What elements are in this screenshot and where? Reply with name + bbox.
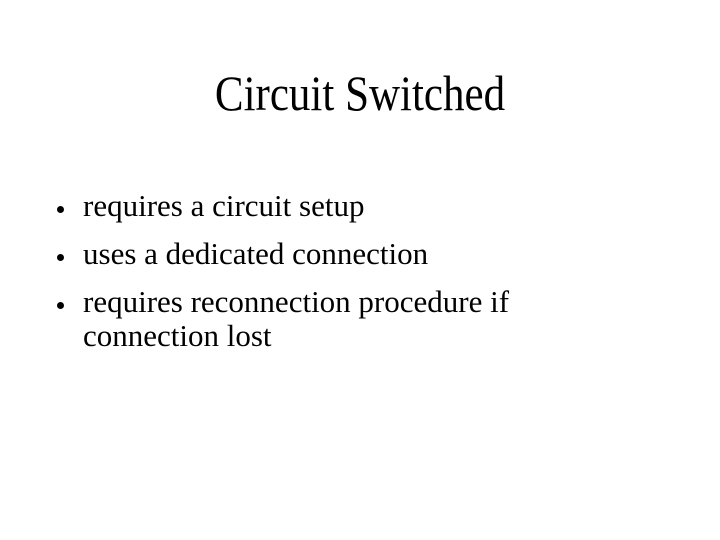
bullet-item: requires a circuit setup: [57, 189, 547, 223]
bullet-list: requires a circuit setup uses a dedicate…: [57, 189, 547, 367]
slide-title: Circuit Switched: [214, 65, 506, 121]
bullet-icon: [57, 237, 83, 261]
bullet-item: requires reconnection procedure if conne…: [57, 285, 547, 353]
bullet-icon: [57, 285, 83, 309]
bullet-text: requires reconnection procedure if conne…: [83, 284, 510, 353]
bullet-item: uses a dedicated connection: [57, 237, 547, 271]
bullet-text: uses a dedicated connection: [83, 236, 429, 271]
bullet-text: requires a circuit setup: [83, 188, 365, 223]
bullet-icon: [57, 189, 83, 213]
